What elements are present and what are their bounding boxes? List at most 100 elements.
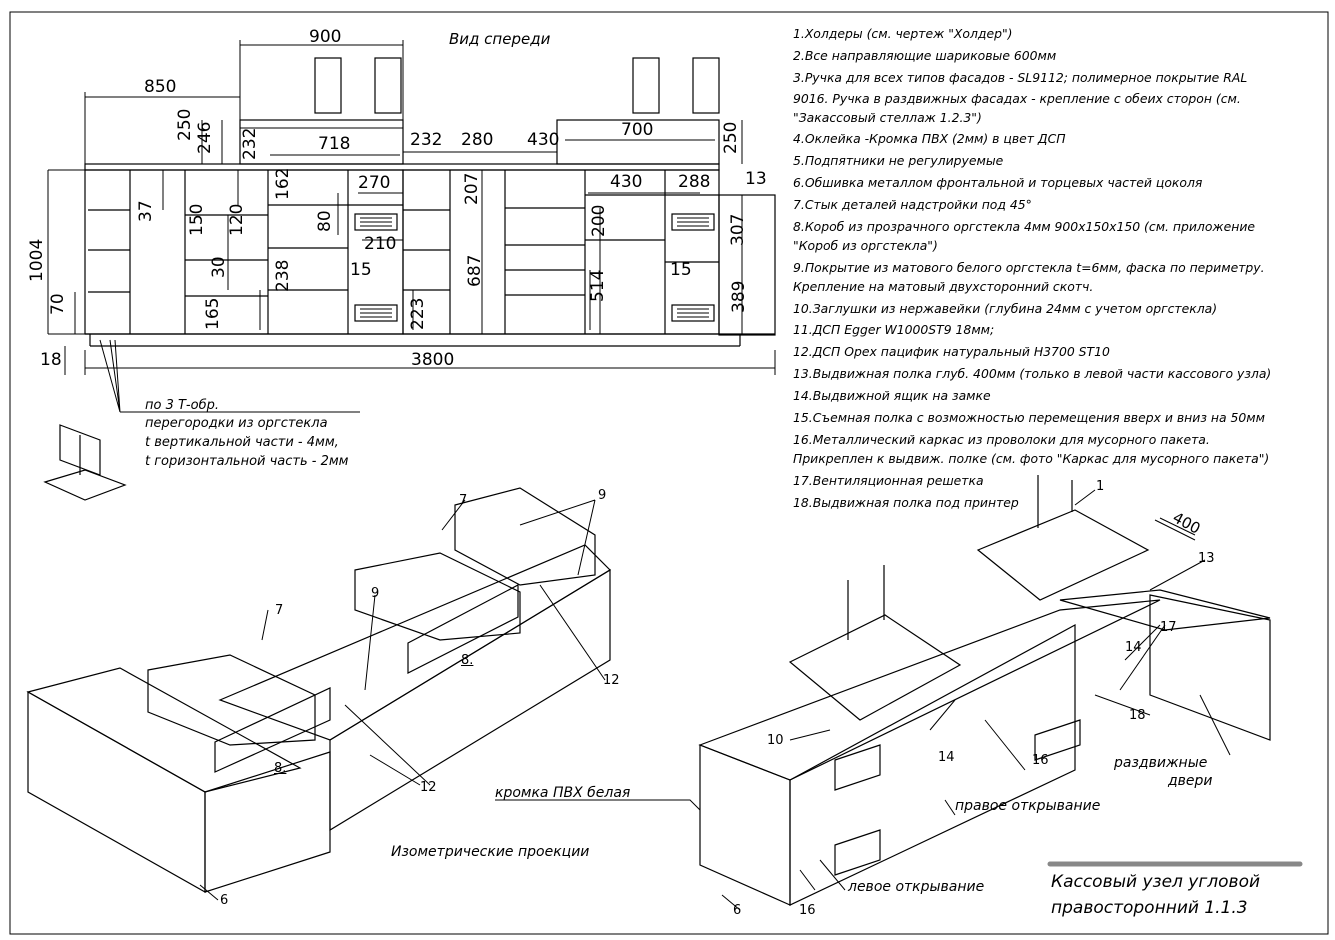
drawing-title-line1: Кассовый узел угловой (1051, 872, 1261, 892)
note-5: 5.Подпятники не регулируемые (793, 153, 1004, 168)
vent-slots (360, 217, 709, 318)
label-edge: кромка ПВХ белая (495, 785, 631, 801)
dim-250: 250 (175, 108, 195, 141)
dimension-lines (47, 40, 776, 375)
callout-16: 16 (1032, 753, 1049, 768)
iso-counter-side (204, 751, 331, 893)
dim-223: 223 (408, 297, 428, 330)
dim-232-vertical: 232 (240, 127, 260, 160)
dim-850: 850 (144, 77, 177, 97)
note-3-cont2: "Закассовый стеллаж 1.2.3") (793, 110, 982, 125)
callout-7-second: 7 (275, 603, 284, 618)
dim-288: 288 (678, 172, 711, 192)
iso-counter-front (27, 690, 206, 894)
dim-280: 280 (461, 130, 494, 150)
partition-note-line3: t вертикальной части - 4мм, (145, 435, 339, 450)
callout-18: 18 (1129, 708, 1146, 723)
partition-note-line2: перегородки из оргстекла (145, 416, 328, 431)
dim-250-right: 250 (721, 121, 741, 154)
label-sliding-doors-2: двери (1168, 773, 1213, 789)
iso-superstructure (976, 509, 1150, 601)
iso-box-row (214, 687, 331, 773)
iso-drawer (834, 829, 881, 876)
vent-grille (671, 213, 715, 231)
dim-210: 210 (364, 234, 397, 254)
drawing-title-line2: правосторонний 1.1.3 (1051, 898, 1248, 918)
label-right-opening: правое открывание (955, 798, 1101, 814)
superstructure-left (239, 119, 404, 165)
note-14: 14.Выдвижной ящик на замке (793, 388, 991, 403)
dim-150: 150 (187, 203, 207, 236)
callout-12: 12 (603, 673, 620, 688)
dim-514: 514 (588, 269, 608, 302)
dim-430-right: 430 (610, 172, 643, 192)
note-12: 12.ДСП Орех пацифик натуральный H3700 ST… (793, 344, 1110, 359)
note-18: 18.Выдвижная полка под принтер (793, 495, 1019, 510)
sheet-border (9, 11, 1329, 935)
iso-drawer (1034, 719, 1081, 761)
note-9-cont: Крепление на матовый двухсторонний скотч… (793, 279, 1094, 294)
dim-430: 430 (527, 130, 560, 150)
iso-module (354, 552, 521, 641)
leader-lines (199, 499, 606, 901)
dim-13: 13 (745, 169, 767, 189)
iso-main-front (329, 568, 611, 832)
iso-right-top (698, 599, 1161, 781)
note-8-cont: "Короб из оргстекла") (793, 238, 938, 253)
front-view-title: Вид спереди (449, 30, 551, 48)
dim-389: 389 (729, 280, 749, 313)
note-15: 15.Съемная полка с возможностью перемеще… (793, 410, 1265, 425)
callout-6-right: 6 (733, 903, 742, 918)
callout-8: 8. (461, 653, 474, 668)
iso-right-front (699, 744, 791, 906)
leader-lines (495, 489, 1231, 911)
label-left-opening: левое открывание (848, 879, 985, 895)
dim-200: 200 (589, 204, 609, 237)
label-sliding-doors-1: раздвижные (1114, 755, 1208, 771)
dim-80: 80 (315, 210, 335, 232)
partition-base (43, 469, 127, 501)
note-9: 9.Покрытие из матового белого оргстекла … (793, 260, 1265, 275)
dim-270: 270 (358, 173, 391, 193)
iso-upper-block (454, 487, 596, 586)
iso-right-body (789, 623, 1076, 906)
superstructure-right (556, 119, 720, 165)
note-16-cont: Прикреплен к выдвиж. полке (см. фото "Ка… (793, 451, 1270, 466)
dim-246: 246 (195, 121, 215, 154)
callout-9-second: 9 (371, 586, 380, 601)
front-view-drawing (47, 40, 776, 375)
vent-grille (671, 304, 715, 322)
iso-right-return-top (1059, 589, 1271, 631)
dim-15-left: 15 (350, 260, 372, 280)
iso-drawer (834, 744, 881, 791)
callout-16-second: 16 (799, 903, 816, 918)
dim-165: 165 (203, 297, 223, 330)
callout-6: 6 (220, 893, 229, 908)
iso-right-return (1149, 594, 1271, 741)
callout-12-second: 12 (420, 780, 437, 795)
note-7: 7.Стык деталей надстройки под 45° (793, 197, 1032, 212)
callout-8-second: 8. (274, 761, 287, 776)
note-10: 10.Заглушки из нержавейки (глубина 24мм … (793, 301, 1218, 316)
dimension-400 (1154, 519, 1196, 541)
iso-title: Изометрические проекции (391, 844, 590, 860)
note-17: 17.Вентиляционная решетка (793, 473, 984, 488)
leader-lines (99, 339, 360, 413)
counter-top (84, 163, 720, 171)
partition-note-line1: по 3 Т-обр. (145, 398, 219, 413)
note-8: 8.Короб из прозрачного оргстекла 4мм 900… (793, 219, 1255, 234)
iso-module (147, 654, 316, 746)
iso-counter-top (26, 667, 302, 793)
note-13: 13.Выдвижная полка глуб. 400мм (только в… (793, 366, 1272, 381)
dim-687: 687 (465, 254, 485, 287)
side-return (718, 194, 776, 336)
callout-14-second: 14 (938, 750, 955, 765)
holder-sign (374, 57, 402, 114)
dim-700: 700 (621, 120, 654, 140)
dim-37: 37 (136, 200, 156, 222)
partition-note-line4: t горизонтальной часть - 2мм (145, 454, 349, 469)
callout-1: 1 (1096, 479, 1105, 494)
isometric-right-drawing (495, 475, 1271, 911)
dim-900: 900 (309, 27, 342, 47)
